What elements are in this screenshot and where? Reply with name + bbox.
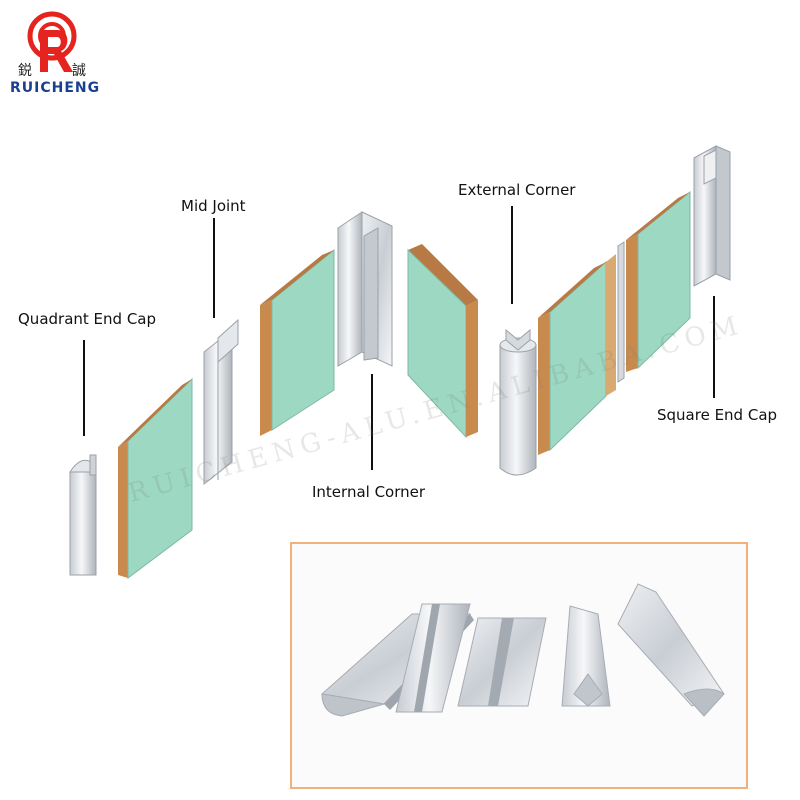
brand-chinese-right: 誠 — [72, 63, 86, 79]
wall-panel-3 — [407, 244, 478, 439]
label-internal-corner: Internal Corner — [312, 483, 426, 501]
brand-name: RUICHENG — [10, 80, 101, 96]
product-photo-frame — [290, 542, 748, 789]
wall-panel-2 — [260, 248, 335, 436]
wall-panel-1 — [118, 377, 193, 579]
label-square-end-cap: Square End Cap — [657, 406, 778, 424]
external-corner-profile — [499, 328, 537, 476]
wall-panel-4 — [538, 260, 607, 455]
wall-panel-5 — [626, 190, 691, 372]
product-photo — [320, 583, 725, 717]
photo-mid-joint-profile — [395, 603, 471, 713]
photo-internal-corner-profile — [457, 617, 547, 707]
photo-square-end-cap-profile — [617, 583, 725, 717]
label-mid-joint: Mid Joint — [181, 197, 246, 215]
label-external-corner: External Corner — [458, 181, 576, 199]
brand-chinese-left: 鋭 — [18, 63, 32, 79]
internal-corner-profile — [337, 211, 393, 367]
label-quadrant-end-cap: Quadrant End Cap — [18, 310, 157, 328]
square-end-cap-profile — [693, 145, 731, 287]
mid-joint-profile — [203, 318, 239, 486]
mid-joint-installed — [606, 241, 625, 396]
ruicheng-logo-emblem — [27, 11, 77, 72]
quadrant-end-cap-profile — [69, 454, 97, 576]
photo-external-corner-profile — [561, 605, 611, 707]
